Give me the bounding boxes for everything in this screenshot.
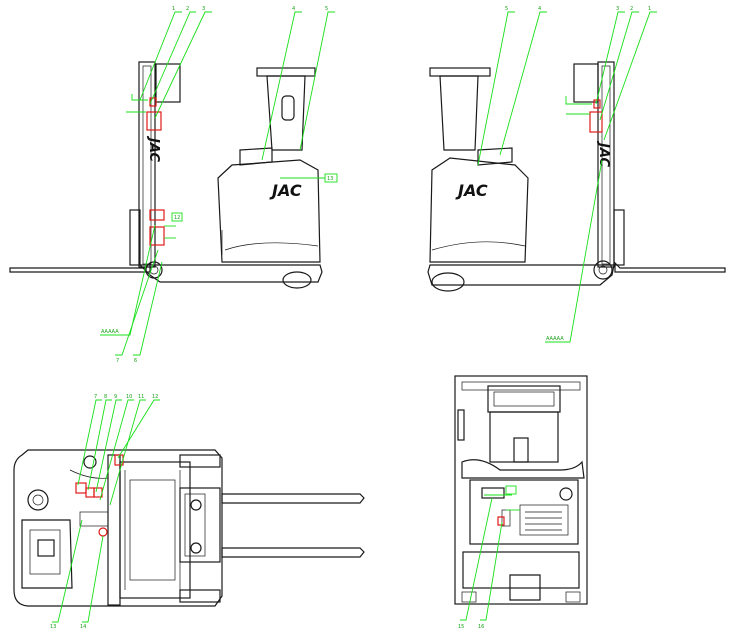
callout-label: 11 bbox=[138, 394, 144, 400]
brand-logo-mast: JAC bbox=[596, 140, 611, 167]
callout-label: 7 bbox=[116, 358, 119, 364]
brand-logo-body: JAC bbox=[455, 181, 488, 200]
callout-label: AAAAA bbox=[546, 336, 564, 342]
callout-label: 2 bbox=[186, 6, 189, 12]
callout-label: 4 bbox=[538, 6, 541, 12]
label-box-7 bbox=[75, 482, 87, 494]
label-box-6 bbox=[589, 111, 603, 133]
callout-label: 5 bbox=[505, 6, 508, 12]
callout-label: AAAAA bbox=[101, 329, 119, 335]
label-box-8 bbox=[85, 487, 95, 498]
callout-label: 14 bbox=[80, 624, 86, 630]
callout-label: 2 bbox=[630, 6, 633, 12]
callout-label: 16 bbox=[478, 624, 484, 630]
callout-label: 12 bbox=[174, 215, 180, 221]
forklift-side-view-right: JAC JAC 5 4 3 2 1 AAAAA bbox=[427, 6, 726, 343]
callout-label: 6 bbox=[134, 358, 137, 364]
callout-label: 7 bbox=[94, 394, 97, 400]
brand-logo-body: JAC bbox=[269, 181, 302, 200]
callout-label: 5 bbox=[325, 6, 328, 12]
label-box-11 bbox=[497, 516, 505, 526]
label-box-4 bbox=[149, 226, 165, 246]
callout-label: 8 bbox=[104, 394, 107, 400]
label-box-3 bbox=[149, 209, 165, 221]
callout-label: 3 bbox=[202, 6, 205, 12]
callout-label: 10 bbox=[126, 394, 132, 400]
callout-label: 13 bbox=[327, 176, 333, 182]
brand-logo-mast: JAC bbox=[146, 135, 161, 162]
forklift-top-view: 7 8 9 10 11 12 13 14 bbox=[13, 394, 365, 630]
callout-label: 12 bbox=[152, 394, 158, 400]
callout-label: 1 bbox=[172, 6, 175, 12]
callout-label: 9 bbox=[114, 394, 117, 400]
callout-label: 15 bbox=[458, 624, 464, 630]
callout-label: 3 bbox=[616, 6, 619, 12]
callout-label: 1 bbox=[648, 6, 651, 12]
emergency-stop-marker bbox=[98, 527, 108, 537]
label-box-2 bbox=[146, 111, 162, 131]
forklift-rear-view: 15 16 bbox=[454, 375, 588, 630]
forklift-side-view-left: JAC JAC 1 2 3 4 5 12 13 AAAAA 7 6 bbox=[9, 6, 338, 364]
callout-label: 4 bbox=[292, 6, 295, 12]
callout-label: 13 bbox=[50, 624, 56, 630]
